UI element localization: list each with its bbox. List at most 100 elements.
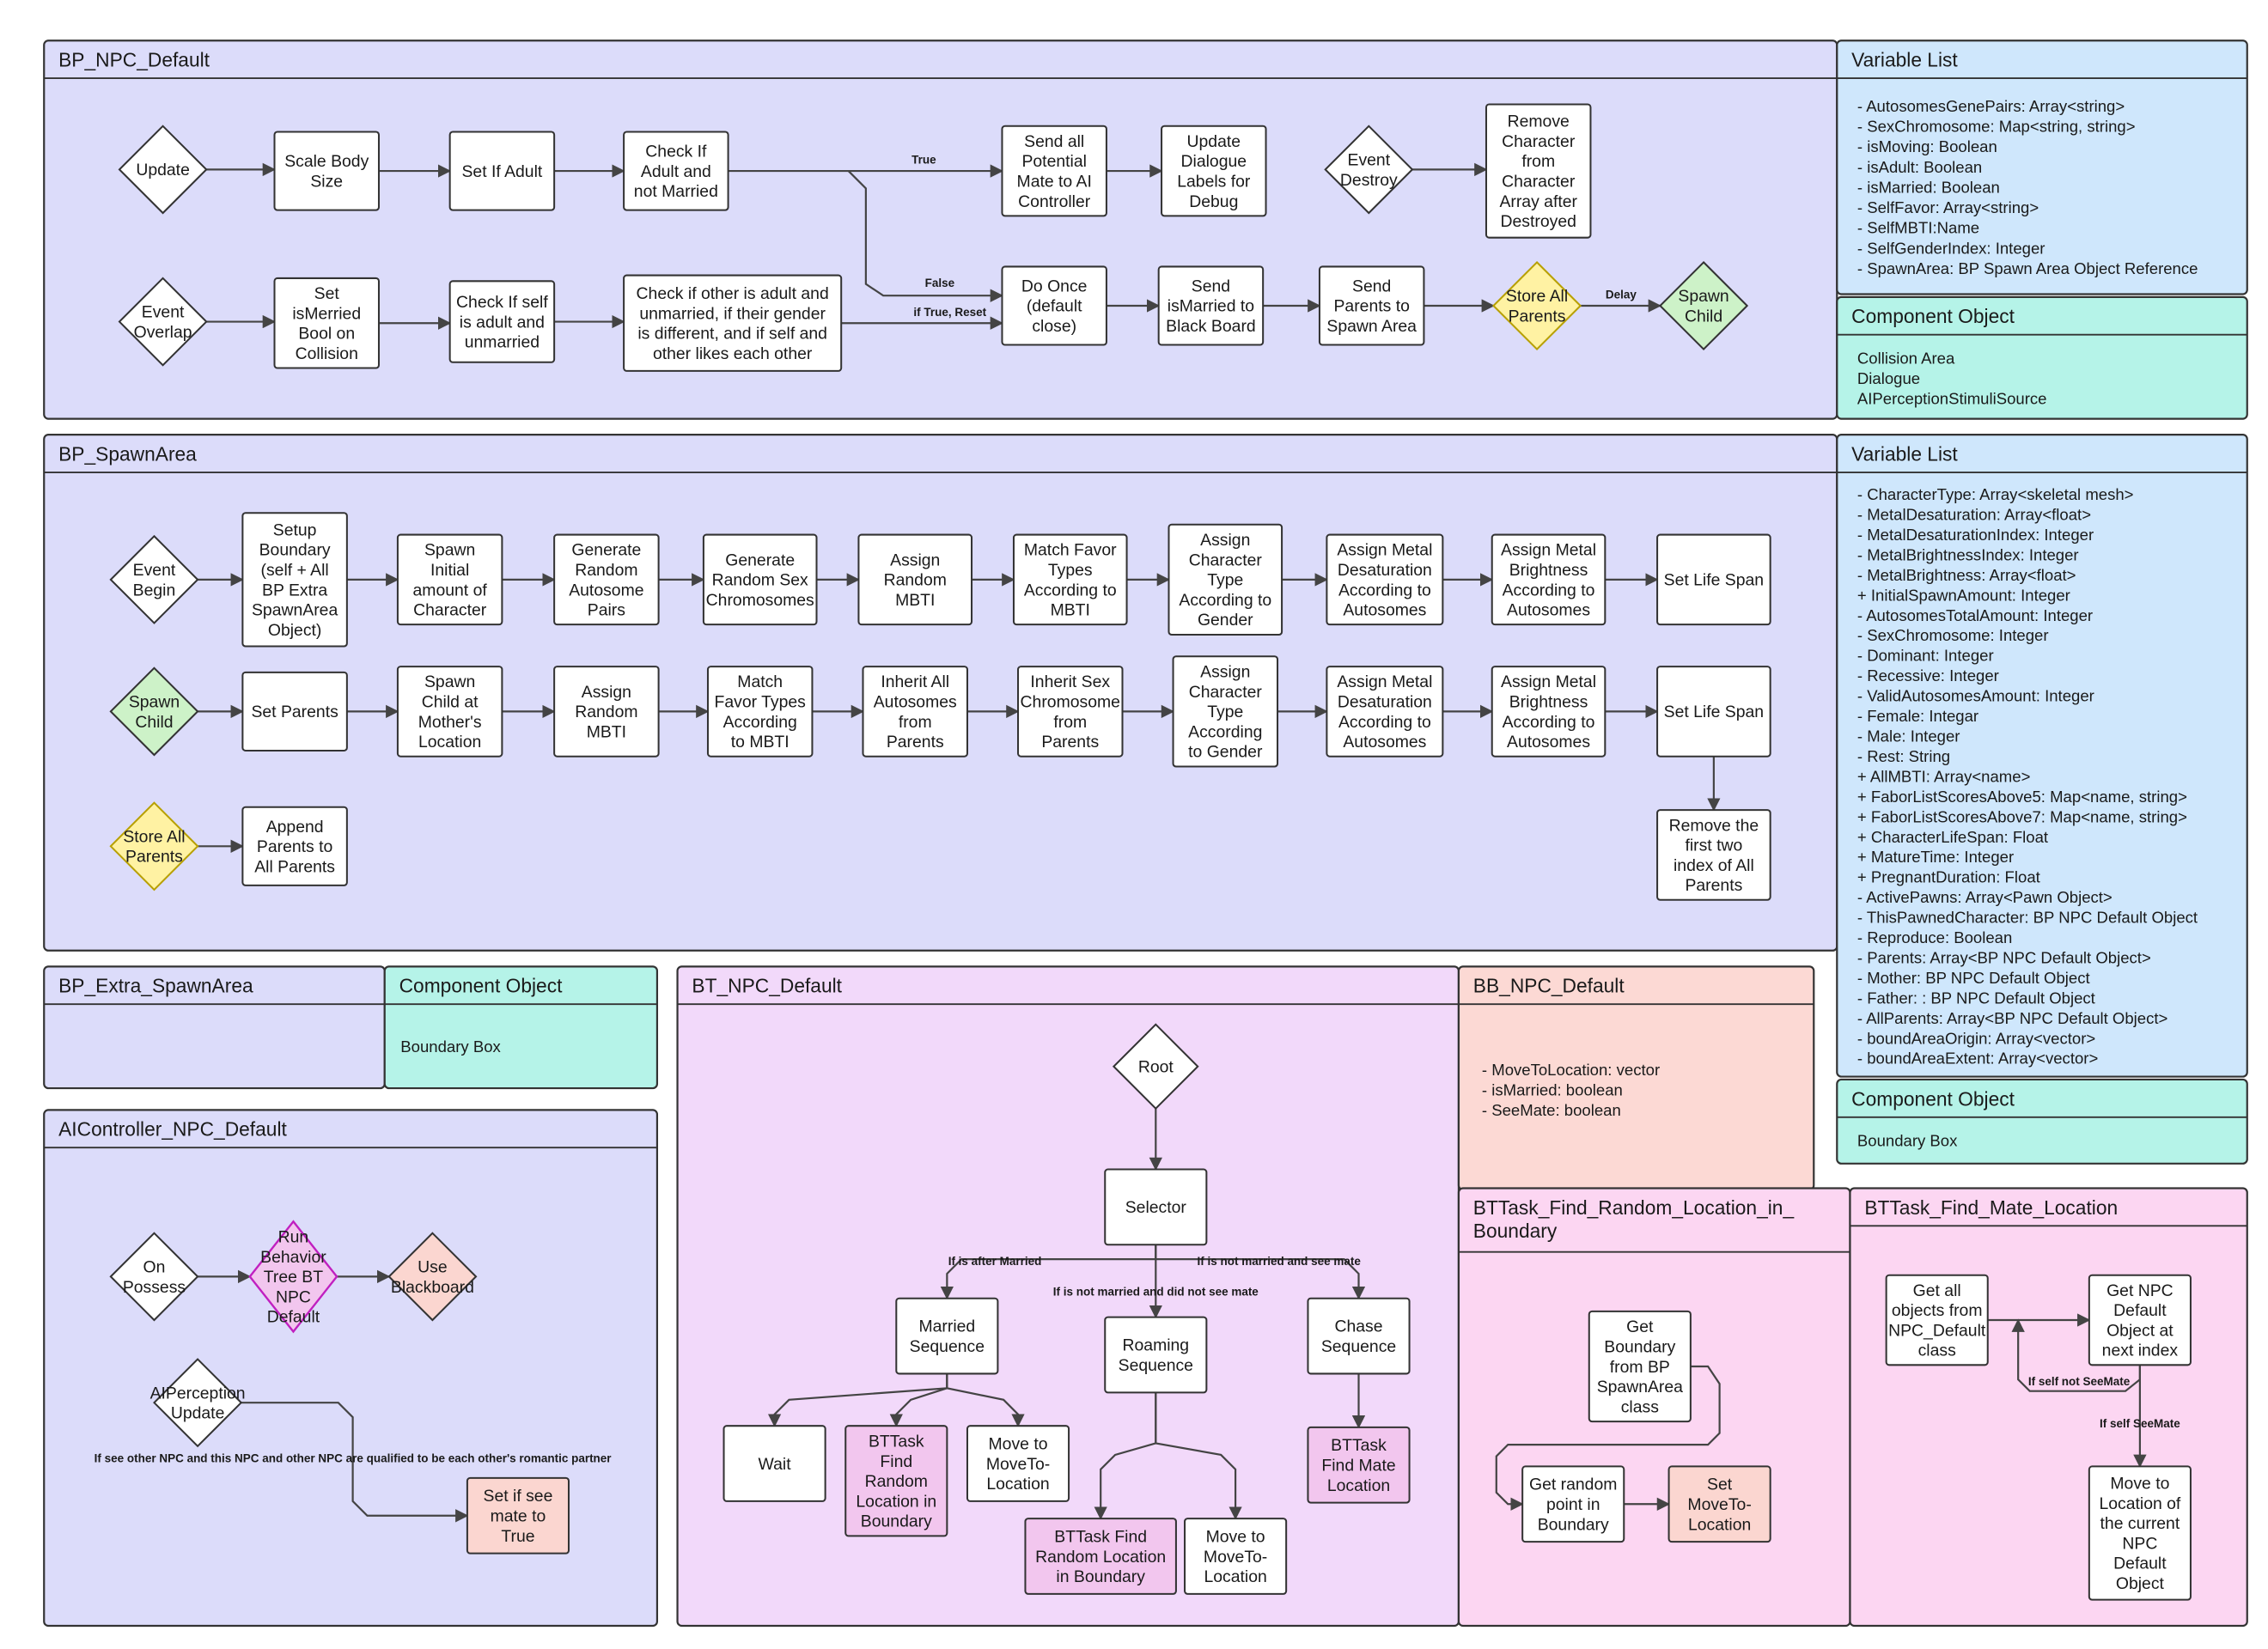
node-shape bbox=[118, 125, 208, 215]
node-shape bbox=[1485, 103, 1592, 239]
node-t-selector[interactable]: Selector bbox=[1104, 1168, 1208, 1246]
list-item: Boundary Box bbox=[400, 1037, 501, 1056]
panel-title: BTTask_Find_Random_Location_in_Boundary bbox=[1473, 1196, 1795, 1242]
node-t-root[interactable]: Root bbox=[1112, 1023, 1199, 1110]
list-item: - SpawnArea: BP Spawn Area Object Refere… bbox=[1857, 259, 2198, 277]
edge-false bbox=[847, 170, 1004, 302]
node-shape bbox=[857, 533, 973, 626]
node-shape bbox=[1001, 125, 1107, 217]
node-shape bbox=[1491, 533, 1606, 626]
node-shape bbox=[2088, 1465, 2192, 1601]
edge-label-e-see-other: If see other NPC and this NPC and other … bbox=[94, 1451, 613, 1464]
node-shape bbox=[1168, 523, 1283, 636]
node-shape bbox=[1318, 265, 1425, 346]
panel-title: BB_NPC_Default bbox=[1473, 975, 1625, 997]
node-shape bbox=[706, 666, 814, 758]
edge-label-e-not-married-see: If is not married and see mate bbox=[1198, 1255, 1362, 1268]
node-shape bbox=[396, 666, 503, 758]
node-s-set-parents[interactable]: Set Parents bbox=[241, 671, 348, 751]
panel-title: BP_SpawnArea bbox=[58, 443, 197, 465]
node-s-lifespan-1[interactable]: Set Life Span bbox=[1656, 533, 1771, 626]
panel-bp-npc-comp: Component Object bbox=[1836, 295, 2248, 420]
node-s-lifespan-2[interactable]: Set Life Span bbox=[1656, 666, 1771, 758]
node-t-wait[interactable]: Wait bbox=[722, 1425, 826, 1502]
node-shape bbox=[273, 277, 380, 369]
node-n-update[interactable]: Update bbox=[118, 125, 208, 215]
node-n-set-if-adult[interactable]: Set If Adult bbox=[448, 131, 556, 211]
node-shape bbox=[1491, 666, 1606, 758]
edge-arrow bbox=[1155, 1392, 1242, 1520]
list-item: - Recessive: Integer bbox=[1857, 666, 1999, 685]
node-shape bbox=[862, 666, 968, 758]
node-shape bbox=[153, 1358, 243, 1448]
